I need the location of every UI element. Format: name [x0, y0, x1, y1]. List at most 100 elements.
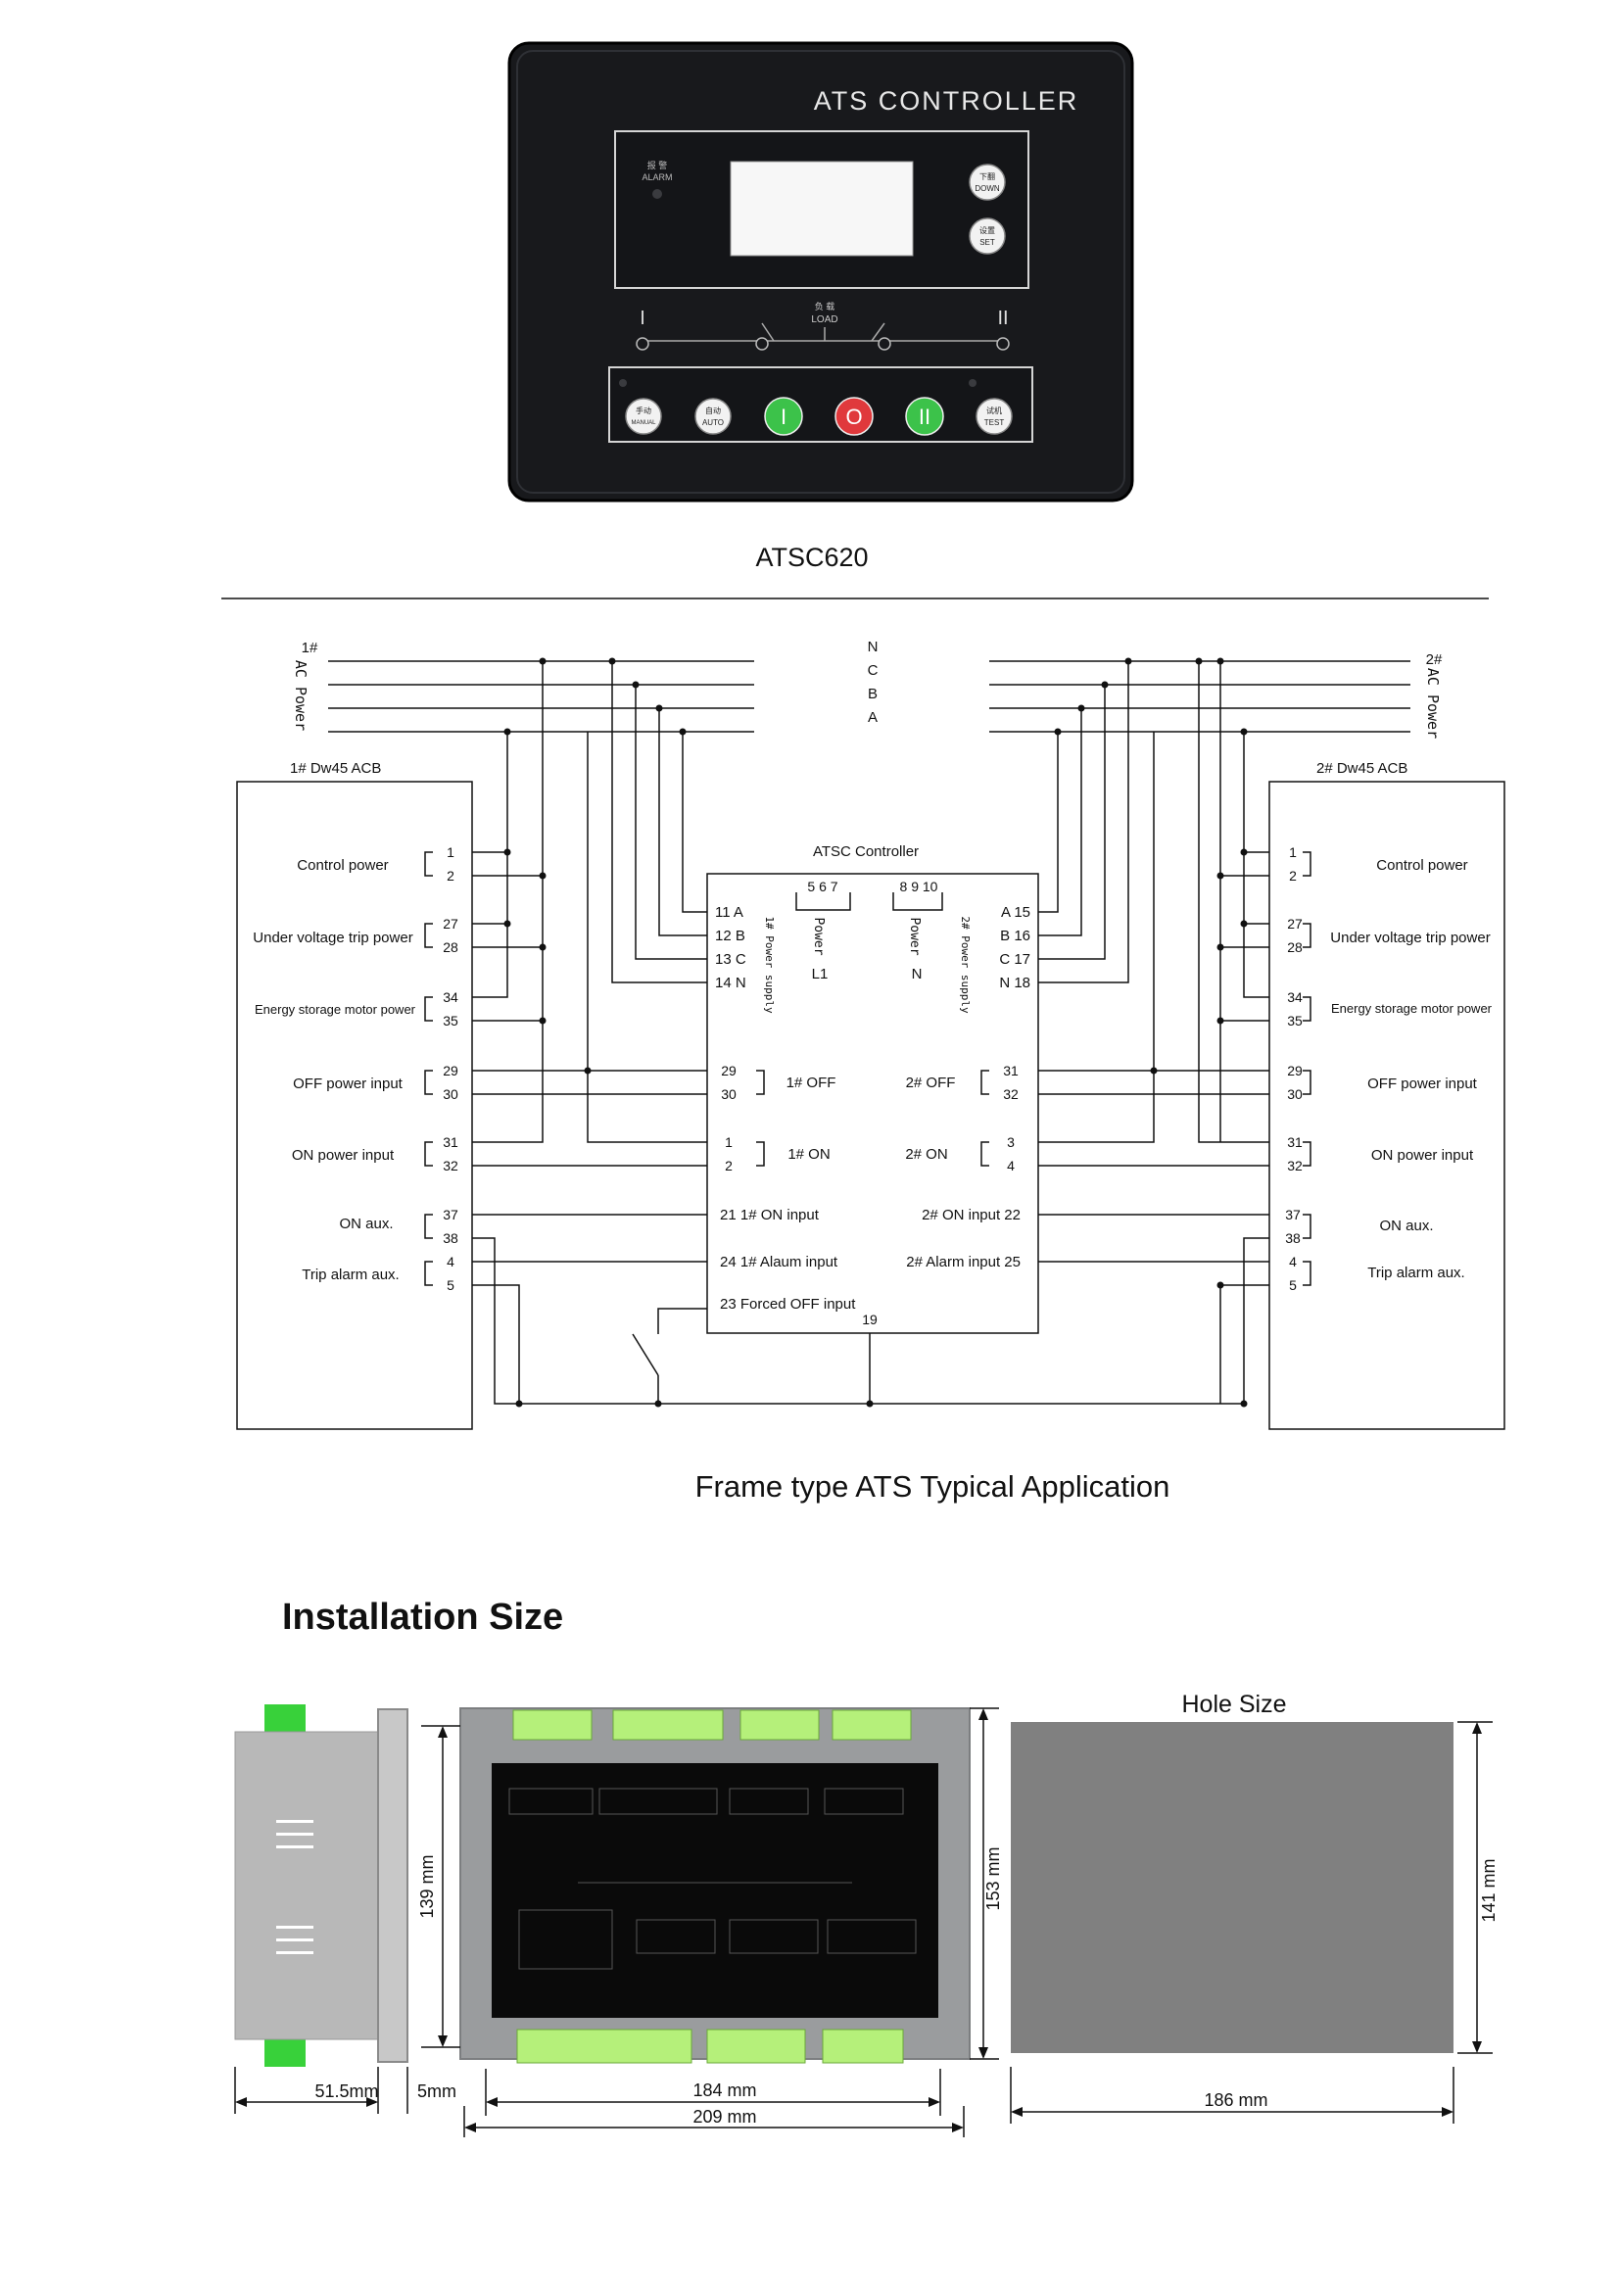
wire-right-n-to-18	[1038, 661, 1129, 983]
open-button-symbol: O	[845, 405, 862, 429]
junction-dot	[1101, 681, 1109, 689]
acb-left-row-label: Control power	[297, 857, 388, 874]
acb-left-bracket-1	[424, 851, 433, 877]
auto-button[interactable]: 自动 AUTO	[694, 398, 732, 435]
set-button-circle[interactable]	[969, 217, 1006, 255]
down-button-circle[interactable]	[969, 164, 1006, 201]
side-vent	[276, 1926, 313, 1929]
panel-bezel	[516, 50, 1125, 494]
arrow-icon	[1472, 2041, 1482, 2053]
auto-button-label: AUTO	[702, 418, 724, 427]
wire-acb-l5	[472, 1284, 520, 1404]
wire-left-c-to-13	[635, 685, 707, 960]
close-source-1-circle[interactable]	[764, 397, 803, 436]
acb-left-terminal: 4	[447, 1254, 454, 1269]
manual-button-circle[interactable]	[625, 398, 662, 435]
back-label-markings	[508, 1788, 917, 1970]
open-button[interactable]: O	[834, 397, 874, 436]
close-source-2-symbol: II	[919, 405, 930, 429]
wire-left-on1	[587, 732, 707, 1143]
auto-button-circle[interactable]	[694, 398, 732, 435]
manual-button[interactable]: 手动 MANUAL	[625, 398, 662, 435]
side-vent	[276, 1845, 313, 1848]
ctrl-input-14: 14 N	[715, 975, 746, 991]
side-body	[234, 1731, 379, 2040]
front-panel: ATS CONTROLLER 报 警 ALARM 下翻 DOWN 设置 SET …	[507, 41, 1134, 502]
acb-left-terminal: 27	[443, 916, 458, 932]
acb-left-terminal: 34	[443, 989, 458, 1005]
wiring-labels: 1# AC Power 2# AC Power N C B A 1# Dw45 …	[253, 639, 1492, 1504]
ctrl-terminal: 29	[721, 1063, 737, 1078]
close-source-2-circle[interactable]	[905, 397, 944, 436]
ctrl-input-11: 11 A	[715, 904, 743, 921]
close-source-2-button[interactable]: II	[905, 397, 944, 436]
wiring-diagram	[236, 657, 1505, 1430]
wiring-caption: Frame type ATS Typical Application	[695, 1469, 1170, 1504]
test-button-label: TEST	[984, 418, 1005, 427]
close-source-1-button[interactable]: I	[764, 397, 803, 436]
acb-left-terminal: 30	[443, 1086, 458, 1102]
dim-back-height: 153 mm	[983, 1846, 1003, 1910]
ctrl-terminal: 1	[725, 1134, 733, 1150]
arrow-icon	[1472, 1722, 1482, 1734]
acb-left-terminal: 28	[443, 939, 458, 955]
source-1-led-icon	[636, 337, 649, 351]
dimension-arrows	[235, 1708, 1482, 2132]
junction-dot	[1216, 1281, 1224, 1289]
acb-right-terminal: 28	[1287, 939, 1303, 955]
acb-left-bracket-3	[424, 996, 433, 1022]
back-label-box	[598, 1788, 718, 1815]
ctrl-terminal: 30	[721, 1086, 737, 1102]
ctrl-input-17: C 17	[999, 951, 1030, 968]
side-flange	[377, 1708, 408, 2063]
ctrl-forced-off-input: 23 Forced OFF input	[720, 1296, 856, 1313]
wire-acb-r38	[867, 1237, 1269, 1405]
acb-right-bracket-1	[1303, 851, 1311, 877]
wire-left-n-to-14	[611, 661, 707, 983]
down-button[interactable]: 下翻 DOWN	[969, 164, 1006, 201]
phase-a: A	[868, 709, 878, 726]
acb-left-terminal: 29	[443, 1063, 458, 1078]
junction-dot	[539, 943, 547, 951]
ctrl-bracket-8910	[892, 892, 943, 911]
junction-dot	[1240, 728, 1248, 736]
source-2-led-icon	[996, 337, 1010, 351]
auto-button-label-cn: 自动	[705, 406, 721, 415]
acb-left-bracket-7	[424, 1261, 433, 1286]
alarm-label: ALARM	[642, 172, 672, 182]
acb-left-terminal: 5	[447, 1277, 454, 1293]
acb-right-terminal: 5	[1289, 1277, 1297, 1293]
acb-left-terminal: 32	[443, 1158, 458, 1173]
open-button-circle[interactable]	[834, 397, 874, 436]
ctrl-2-alarm-input: 2# Alarm input 25	[906, 1254, 1021, 1270]
close-source-1-symbol: I	[781, 405, 786, 429]
acb-left-terminal: 31	[443, 1134, 458, 1150]
junction-dot	[866, 1400, 874, 1408]
mimic-switch-1	[761, 322, 775, 342]
acb-right-terminal: 35	[1287, 1013, 1303, 1028]
set-button[interactable]: 设置 SET	[969, 217, 1006, 255]
acb-right-terminal: 31	[1287, 1134, 1303, 1150]
acb-right-bracket-7	[1303, 1261, 1311, 1286]
ctrl-power-supply-1: 1# Power supply	[763, 916, 776, 1014]
acb-left-box	[236, 781, 473, 1430]
acb-right-terminal: 37	[1285, 1207, 1301, 1222]
junction-dot	[632, 681, 640, 689]
ctrl-input-16: B 16	[1000, 928, 1030, 944]
bus-right-id: 2#	[1426, 651, 1443, 668]
set-button-label: SET	[979, 238, 995, 247]
acb-right-row-label: ON power input	[1371, 1147, 1474, 1164]
back-label-panel	[492, 1763, 938, 2018]
manual-button-label-cn: 手动	[636, 406, 651, 415]
junction-dot	[1077, 704, 1085, 712]
dim-back-inner: 184 mm	[692, 2081, 756, 2100]
test-button-circle[interactable]	[976, 398, 1013, 435]
arrow-icon	[366, 2097, 378, 2107]
ctrl-terms-8910: 8 9 10	[900, 879, 938, 894]
back-label-box	[729, 1788, 809, 1815]
ctrl-bracket-2930	[756, 1070, 765, 1095]
test-button[interactable]: 试机 TEST	[976, 398, 1013, 435]
ctrl-power-supply-2: 2# Power supply	[959, 916, 972, 1014]
junction-dot	[1216, 657, 1224, 665]
